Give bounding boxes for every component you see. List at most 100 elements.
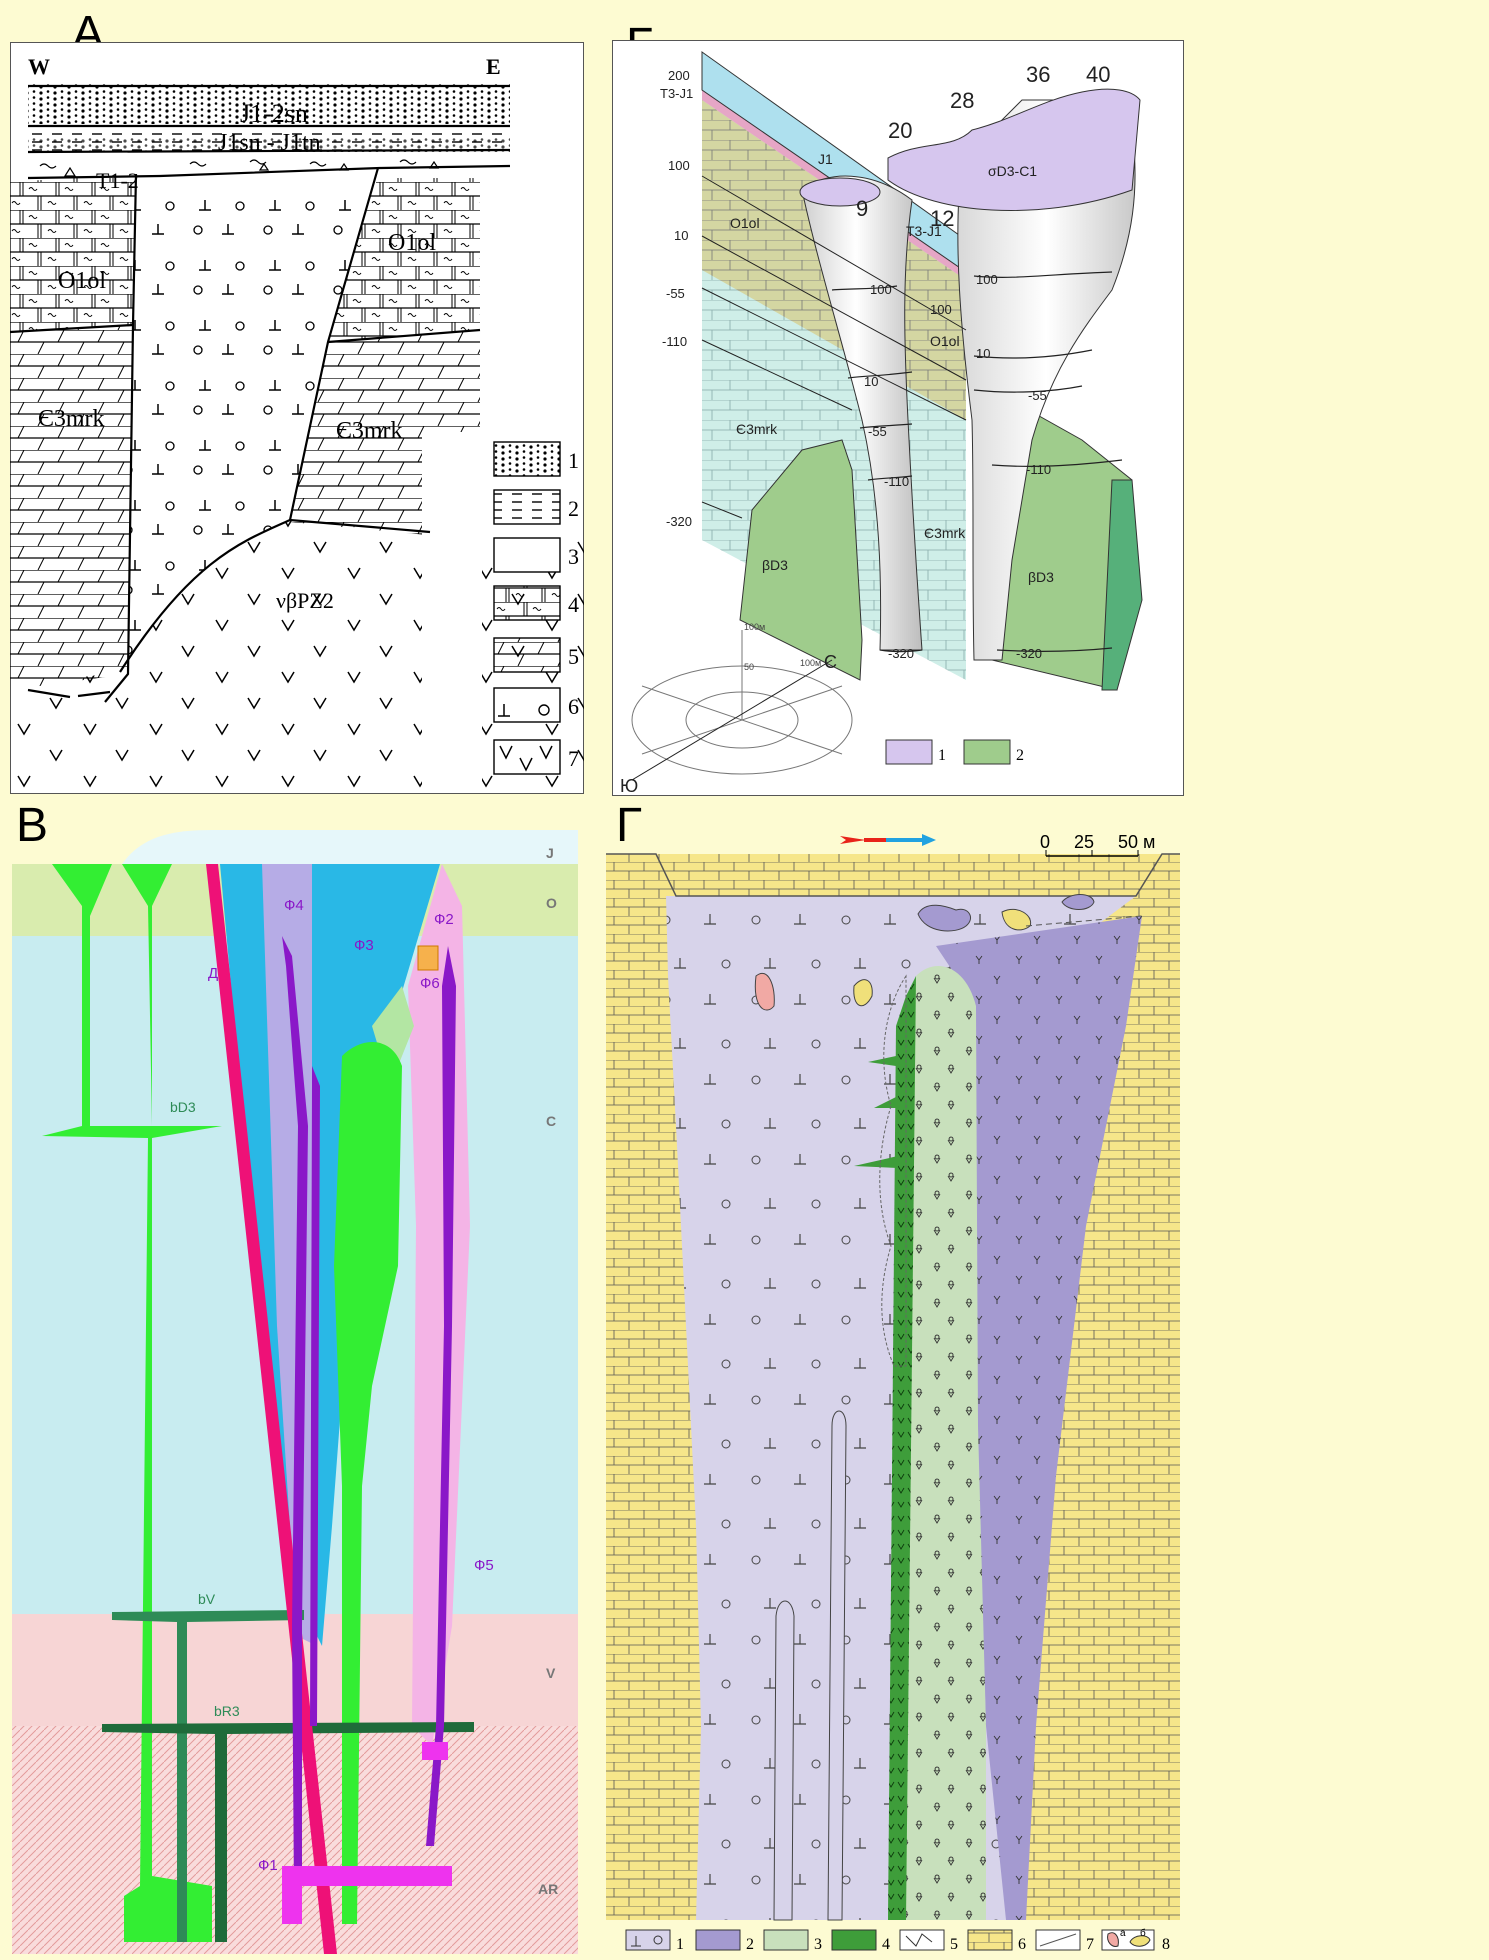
svg-text:25: 25 bbox=[1074, 832, 1094, 852]
svg-text:T3-J1: T3-J1 bbox=[660, 86, 693, 101]
svg-text:σD3-C1: σD3-C1 bbox=[988, 163, 1037, 179]
svg-text:36: 36 bbox=[1026, 62, 1050, 87]
svg-text:100: 100 bbox=[976, 272, 998, 287]
body-labels: Ф4 Ф3 Ф2 Ф6 Ф5 Ф1 Д bbox=[208, 897, 494, 1874]
strata-labels: J O C V AR bbox=[538, 845, 558, 1897]
svg-text:-320: -320 bbox=[888, 646, 914, 661]
svg-text:J1: J1 bbox=[818, 151, 833, 167]
svg-text:-320: -320 bbox=[666, 514, 692, 529]
unit-labels: J1 T3-J1 O1ol O1ol Є3mrk Є3mrk βD3 βD3 σ… bbox=[730, 151, 1054, 585]
svg-text:AR: AR bbox=[538, 1881, 558, 1897]
svg-text:200: 200 bbox=[668, 68, 690, 83]
svg-text:8: 8 bbox=[1162, 1936, 1170, 1953]
svg-text:а: а bbox=[1120, 1928, 1126, 1939]
panel-c-letter: В bbox=[16, 799, 49, 852]
svg-text:100м: 100м bbox=[800, 658, 821, 668]
unit-o-right: O1ol bbox=[388, 230, 436, 256]
svg-text:Ф1: Ф1 bbox=[258, 1857, 278, 1874]
svg-text:-55: -55 bbox=[1028, 388, 1047, 403]
svg-text:28: 28 bbox=[950, 88, 974, 113]
panel-a-legend: 1 2 3 4 5 6 7 bbox=[493, 441, 579, 775]
svg-text:O: O bbox=[546, 895, 557, 911]
unit-cm-right: Є3mrk bbox=[336, 418, 403, 444]
svg-text:7: 7 bbox=[1086, 1936, 1094, 1953]
svg-text:O1ol: O1ol bbox=[730, 215, 760, 231]
svg-text:4: 4 bbox=[568, 592, 579, 617]
svg-text:V: V bbox=[546, 1665, 556, 1681]
svg-text:-110: -110 bbox=[1026, 462, 1051, 477]
svg-text:0: 0 bbox=[1040, 832, 1050, 852]
svg-text:100: 100 bbox=[870, 282, 892, 297]
svg-text:Є3mrk: Є3mrk bbox=[924, 525, 966, 541]
scale-bar: 0 25 50 м bbox=[1040, 832, 1155, 857]
profile-numbers: 20 28 36 40 9 12 bbox=[856, 62, 1110, 231]
svg-text:10: 10 bbox=[976, 346, 990, 361]
contour-labels: 100 100 100 10 10 -55 -55 -110 -110 -320… bbox=[864, 272, 1051, 661]
svg-text:3: 3 bbox=[814, 1936, 822, 1953]
svg-text:O1ol: O1ol bbox=[930, 333, 960, 349]
svg-text:C: C bbox=[546, 1113, 556, 1129]
svg-text:10: 10 bbox=[674, 228, 688, 243]
svg-text:-320: -320 bbox=[1016, 646, 1042, 661]
unit-cm-left: Є3mrk bbox=[38, 406, 105, 432]
svg-text:2: 2 bbox=[1016, 747, 1024, 764]
svg-text:Ф2: Ф2 bbox=[434, 911, 454, 928]
south-label: Ю bbox=[620, 776, 638, 796]
svg-text:J: J bbox=[546, 845, 554, 861]
svg-text:2: 2 bbox=[746, 1936, 754, 1953]
svg-text:-110: -110 bbox=[662, 334, 687, 349]
svg-text:-55: -55 bbox=[868, 424, 887, 439]
panel-c-section: J O C V AR Ф4 Ф3 Ф2 Ф6 Ф5 Ф1 Д bD3 bV bR… bbox=[12, 830, 578, 1954]
orientation-rose bbox=[631, 630, 853, 781]
svg-text:Ф4: Ф4 bbox=[284, 897, 304, 914]
direction-arrow-icon bbox=[840, 834, 936, 846]
svg-text:Є3mrk: Є3mrk bbox=[736, 421, 778, 437]
dyke-labels: bD3 bV bR3 bbox=[170, 1099, 240, 1719]
svg-text:50: 50 bbox=[744, 662, 754, 672]
west-label: W bbox=[28, 54, 50, 79]
unit-t: T1-2 bbox=[96, 168, 139, 193]
svg-text:1: 1 bbox=[938, 747, 946, 764]
unit-o-left: O1ol bbox=[58, 268, 106, 294]
svg-text:Ф3: Ф3 bbox=[354, 937, 374, 954]
svg-text:T3-J1: T3-J1 bbox=[906, 223, 942, 239]
svg-text:40: 40 bbox=[1086, 62, 1110, 87]
svg-text:10: 10 bbox=[864, 374, 878, 389]
svg-text:Д: Д bbox=[208, 965, 218, 982]
svg-text:bV: bV bbox=[198, 1591, 216, 1607]
svg-text:-110: -110 bbox=[884, 474, 909, 489]
svg-text:5: 5 bbox=[950, 1936, 958, 1953]
svg-text:7: 7 bbox=[568, 746, 579, 771]
unit-j-sn: J1-2sn bbox=[240, 99, 308, 128]
svg-text:6: 6 bbox=[568, 694, 579, 719]
panel-a-section: W E J1-2sn J1sn - J1tn T1-2 O1ol O1ol Є3… bbox=[10, 42, 584, 794]
depth-scale: 200 T3-J1 100 10 -55 -110 -320 bbox=[660, 68, 693, 529]
svg-text:1: 1 bbox=[568, 448, 579, 473]
svg-text:3: 3 bbox=[568, 544, 579, 569]
panel-d-letter: Г bbox=[616, 799, 642, 852]
svg-text:9: 9 bbox=[856, 196, 868, 221]
svg-text:Ф5: Ф5 bbox=[474, 1557, 494, 1574]
svg-text:-55: -55 bbox=[666, 286, 685, 301]
north-label: С bbox=[824, 652, 837, 672]
svg-text:2: 2 bbox=[568, 496, 579, 521]
svg-text:1: 1 bbox=[676, 1936, 684, 1953]
svg-text:bR3: bR3 bbox=[214, 1703, 240, 1719]
svg-text:100: 100 bbox=[930, 302, 952, 317]
unit-j-tn: J1sn - J1tn bbox=[218, 130, 321, 156]
svg-text:12: 12 bbox=[930, 206, 954, 231]
svg-text:20: 20 bbox=[888, 118, 912, 143]
svg-text:100м: 100м bbox=[744, 622, 765, 632]
svg-text:βD3: βD3 bbox=[1028, 569, 1054, 585]
svg-text:βD3: βD3 bbox=[762, 557, 788, 573]
svg-text:4: 4 bbox=[882, 1936, 890, 1953]
panel-b-block: 200 T3-J1 100 10 -55 -110 -320 20 28 36 … bbox=[612, 40, 1184, 796]
panel-d-section: 0 25 50 м 1 2 3 4 5 6 7 а б 8 bbox=[606, 832, 1180, 1953]
svg-text:bD3: bD3 bbox=[170, 1099, 196, 1115]
svg-text:100: 100 bbox=[668, 158, 690, 173]
svg-text:Ф6: Ф6 bbox=[420, 975, 440, 992]
svg-text:5: 5 bbox=[568, 644, 579, 669]
panel-b-legend: 1 2 bbox=[885, 739, 1024, 765]
east-label: E bbox=[486, 54, 501, 79]
svg-text:50 м: 50 м bbox=[1118, 832, 1155, 852]
